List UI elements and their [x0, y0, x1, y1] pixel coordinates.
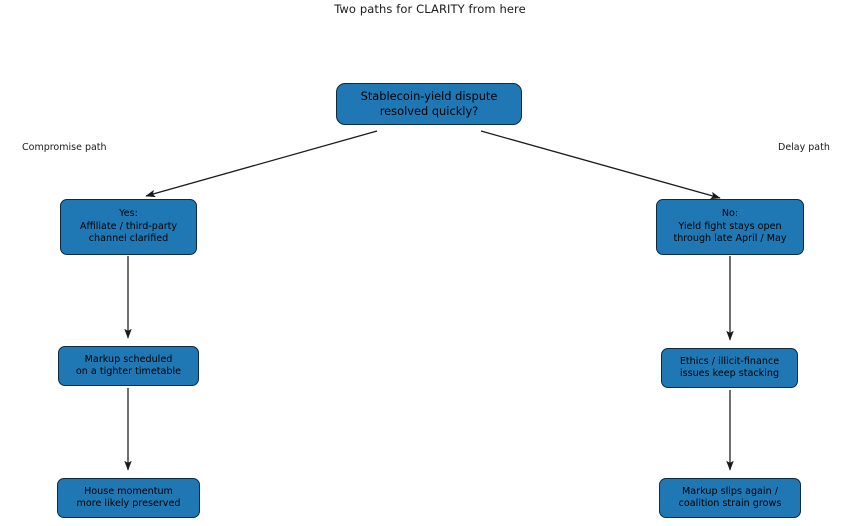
branch-label-delay-path: Delay path — [778, 142, 830, 153]
node-root-stablecoin-yield-dispute[interactable]: Stablecoin-yield dispute resolved quickl… — [336, 83, 522, 125]
node-yes-affiliate-channel[interactable]: Yes: Affiliate / third-party channel cla… — [60, 199, 197, 255]
node-ethics-illicit-finance[interactable]: Ethics / illicit-finance issues keep sta… — [661, 348, 798, 388]
arrow-root-to-yes — [145, 130, 378, 198]
node-markup-slips-coalition-strain[interactable]: Markup slips again / coalition strain gr… — [659, 478, 801, 518]
arrow-root-to-no — [480, 130, 721, 200]
node-no-yield-fight-open[interactable]: No: Yield fight stays open through late … — [656, 199, 804, 255]
node-house-momentum-preserved[interactable]: House momentum more likely preserved — [57, 478, 200, 518]
node-markup-scheduled[interactable]: Markup scheduled on a tighter timetable — [58, 346, 199, 386]
branch-label-compromise-path: Compromise path — [22, 142, 107, 153]
page-title: Two paths for CLARITY from here — [334, 2, 526, 16]
